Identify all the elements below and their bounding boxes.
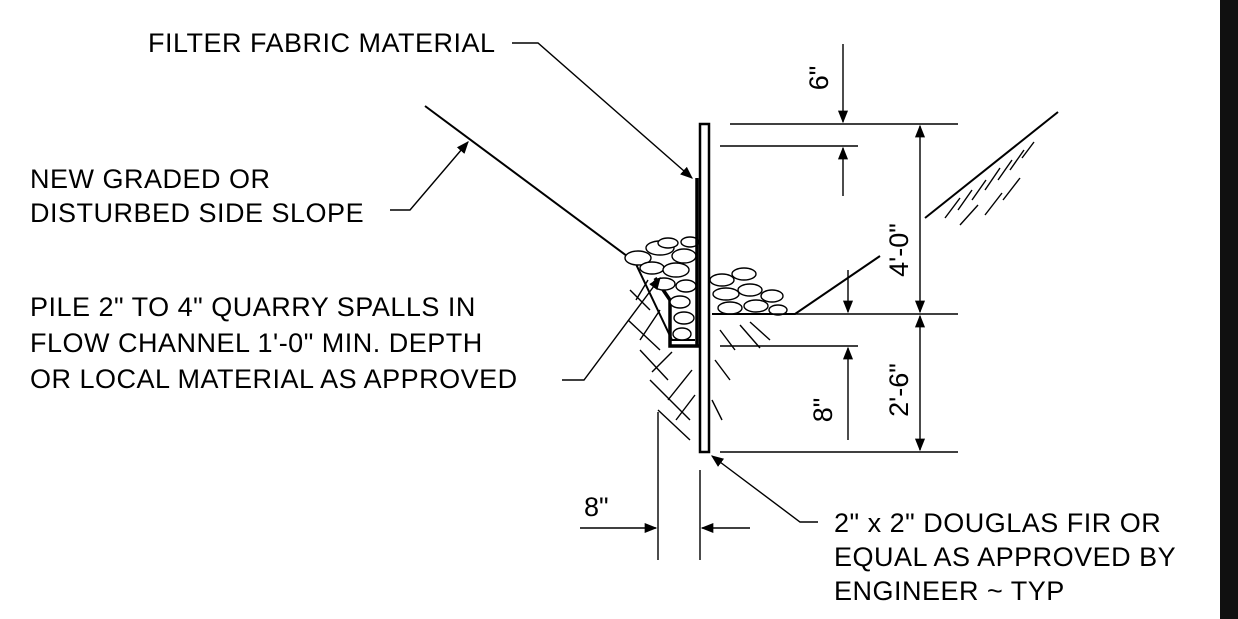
embed-depth-dimension: 2'-6": [884, 363, 914, 417]
side-slope-label-line-2: DISTURBED SIDE SLOPE: [30, 198, 364, 228]
quarry-spalls-label-line-1: PILE 2" TO 4" QUARRY SPALLS IN: [30, 292, 476, 322]
top-gap-dimension: 6": [804, 66, 834, 91]
right-slope-line: [924, 111, 1059, 219]
stake-label-line-3: ENGINEER ~ TYP: [834, 576, 1065, 606]
quarry-spalls-label-line-3: OR LOCAL MATERIAL AS APPROVED: [30, 364, 518, 394]
fence-height-dimension: 4'-0": [884, 223, 914, 277]
quarry-spalls-rocks: [624, 236, 788, 341]
quarry-spalls-label-line-2: FLOW CHANNEL 1'-0" MIN. DEPTH: [30, 328, 483, 358]
leader-lines: [390, 42, 818, 523]
sheet-border: [1220, 0, 1238, 619]
trench-width-dimension: 8": [584, 492, 609, 522]
right-slope-hatching: [944, 141, 1035, 226]
dimension-lines: [580, 44, 926, 534]
side-slope-label-line-1: NEW GRADED OR: [30, 164, 271, 194]
stake-label-line-1: 2" x 2" DOUGLAS FIR OR: [834, 508, 1161, 538]
trench-depth-dimension: 8": [808, 398, 838, 423]
filter-fabric-label: FILTER FABRIC MATERIAL: [148, 28, 496, 58]
left-ground-hatching: [627, 279, 771, 441]
dimension-extension-lines: [657, 123, 958, 560]
douglas-fir-stake: [698, 122, 711, 454]
stake-label-line-2: EQUAL AS APPROVED BY: [834, 542, 1176, 572]
